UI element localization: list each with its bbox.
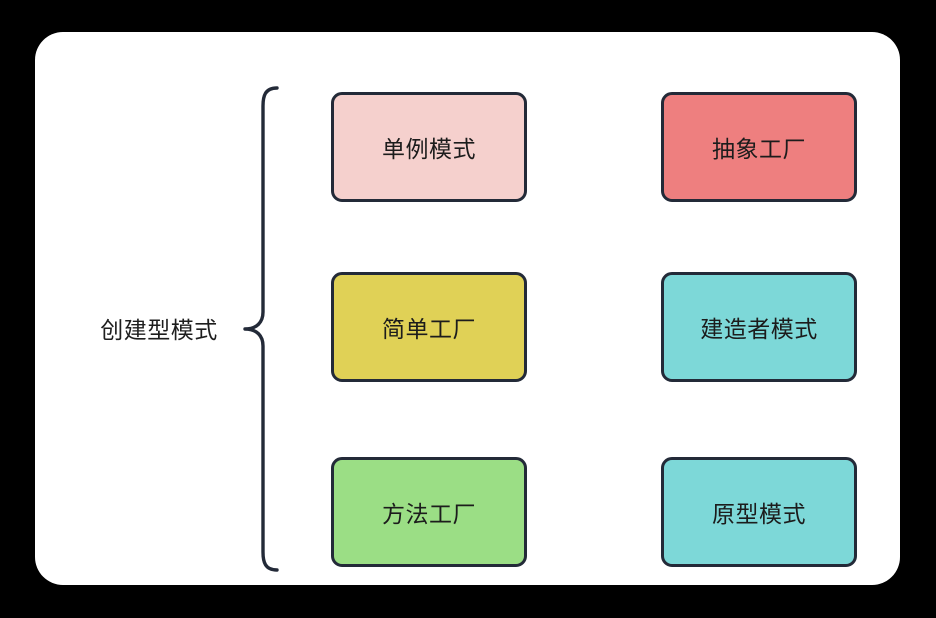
node-label: 建造者模式 <box>700 316 818 342</box>
node-label: 抽象工厂 <box>712 136 806 162</box>
node-abstract-factory[interactable]: 抽象工厂 <box>661 92 857 202</box>
left-curly-brace-icon <box>231 84 287 578</box>
node-label: 单例模式 <box>382 136 476 162</box>
node-factory-method[interactable]: 方法工厂 <box>331 457 527 567</box>
node-singleton[interactable]: 单例模式 <box>331 92 527 202</box>
node-simple-factory[interactable]: 简单工厂 <box>331 272 527 382</box>
node-label: 方法工厂 <box>382 501 476 527</box>
node-label: 原型模式 <box>712 501 806 527</box>
node-prototype[interactable]: 原型模式 <box>661 457 857 567</box>
group-label: 创建型模式 <box>100 317 218 343</box>
node-builder[interactable]: 建造者模式 <box>661 272 857 382</box>
diagram-panel: 创建型模式 单例模式 抽象工厂简单工厂 建造者模式方法工厂 原型模式 <box>35 32 900 585</box>
node-label: 简单工厂 <box>382 316 476 342</box>
